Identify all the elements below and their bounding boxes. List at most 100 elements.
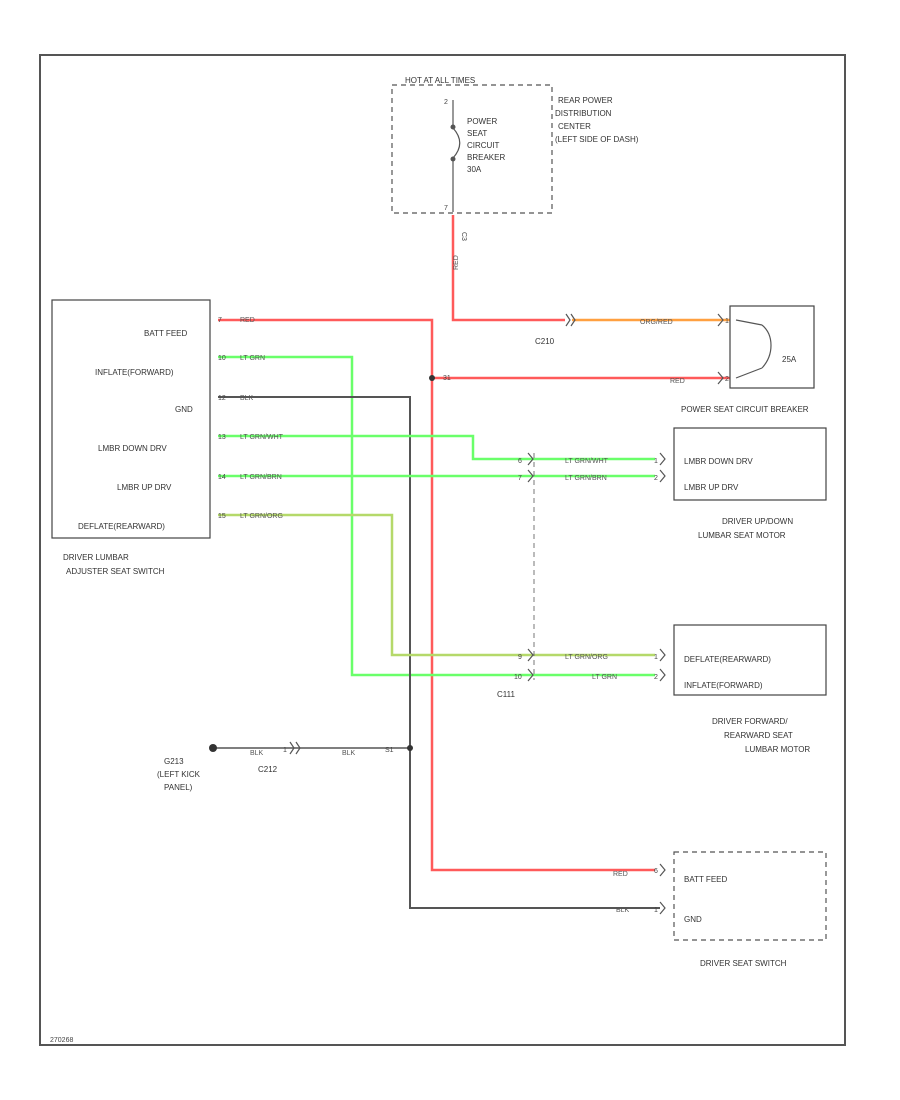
fr-motor-box [673,624,827,696]
c210-connector: C210 ORG/RED 31 RED [429,313,685,385]
breaker-title: POWER SEAT CIRCUIT BREAKER [681,405,809,414]
pdc-breaker-line-4: BREAKER [467,153,505,162]
ground-name-1: G213 [164,757,184,766]
seat-switch-pin-2: 1 [654,907,658,914]
pdc-location-line-4: (LEFT SIDE OF DASH) [555,135,639,144]
pdc-pin-out: 7 [444,205,448,212]
lumbar-pin-label-6: DEFLATE(REARWARD) [78,522,165,531]
c111-pin-updown-1: 6 [518,458,522,465]
lumbar-switch-box [51,299,211,539]
seat-switch-title: DRIVER SEAT SWITCH [700,959,787,968]
fr-wire-2: LT GRN [592,674,617,681]
lumbar-wire-5: LT GRN/BRN [240,474,282,481]
ground-name-3: PANEL) [164,783,193,792]
pdc-wire-color: RED [453,255,460,270]
updown-motor-pin-2: 2 [654,475,658,482]
updown-motor-title-2: LUMBAR SEAT MOTOR [698,531,786,540]
ground-wire-1: BLK [250,750,264,757]
updown-wire-2: LT GRN/BRN [565,475,607,482]
c111-connector: 6 7 9 10 C111 [497,452,534,699]
power-seat-circuit-breaker: 25A 1 2 POWER SEAT CIRCUIT BREAKER [681,305,815,414]
lumbar-pin-num-3: 12 [218,395,226,402]
ground-g213: G213 (LEFT KICK PANEL) BLK 1 C212 BLK S1 [157,741,413,792]
lumbar-pin-label-4: LMBR DOWN DRV [98,444,167,453]
lumbar-pin-label-2: INFLATE(FORWARD) [95,368,174,377]
c111-pin-fr-1: 9 [518,654,522,661]
pdc-location-line-2: DISTRIBUTION [555,109,612,118]
driver-updown-lumbar-motor: LMBR DOWN DRV LMBR UP DRV LT GRN/WHT LT … [565,427,827,540]
seat-switch-wire-2: BLK [616,907,630,914]
pdc-pin-connector: C3 [460,232,467,241]
lumbar-pin-num-5: 14 [218,474,226,481]
lumbar-pin-num-1: 7 [218,317,222,324]
lumbar-pin-label-3: GND [175,405,193,414]
ground-splice: S1 [385,747,394,754]
wire-deflate [218,513,655,657]
wire-pdc-to-c210 [451,215,565,322]
fr-pin-label-1: DEFLATE(REARWARD) [684,655,771,664]
c210-splice-pin: 31 [443,375,451,382]
fr-motor-pin-2: 2 [654,674,658,681]
breaker-box [729,305,815,389]
seat-switch-box [673,851,827,941]
c210-wire-out: ORG/RED [640,319,673,326]
diagram-frame [39,54,846,1046]
breaker-pin-a: 1 [725,318,729,325]
seat-switch-pin-label-2: GND [684,915,702,924]
lumbar-switch-title-2: ADJUSTER SEAT SWITCH [66,567,165,576]
seat-switch-pin-1: 6 [654,868,658,875]
pdc-pin-in: 2 [444,99,448,106]
lumbar-wire-2: LT GRN [240,355,265,362]
lumbar-pin-num-2: 10 [218,355,226,362]
lumbar-pin-label-1: BATT FEED [144,329,187,338]
driver-seat-switch: BATT FEED GND RED BLK 6 1 DRIVER SEAT SW… [613,851,827,968]
rear-power-distribution-center: HOT AT ALL TIMES POWER SEAT CIRCUIT BREA… [391,76,639,270]
lumbar-wire-3: BLK [240,395,254,402]
fr-pin-label-2: INFLATE(FORWARD) [684,681,763,690]
fr-motor-title-1: DRIVER FORWARD/ [712,717,788,726]
pdc-hot-label: HOT AT ALL TIMES [405,76,475,85]
pdc-location-line-1: REAR POWER [558,96,613,105]
ground-pin: 1 [283,747,287,754]
pdc-breaker-line-5: 30A [467,165,482,174]
updown-pin-label-1: LMBR DOWN DRV [684,457,753,466]
pdc-breaker-line-1: POWER [467,117,497,126]
lumbar-pin-num-4: 13 [218,434,226,441]
seat-switch-wire-1: RED [613,871,628,878]
driver-forward-rearward-lumbar-motor: DEFLATE(REARWARD) INFLATE(FORWARD) LT GR… [565,624,827,754]
lumbar-pin-label-5: LMBR UP DRV [117,483,172,492]
wire-ground [218,396,660,909]
updown-wire-1: LT GRN/WHT [565,458,609,465]
c210-name: C210 [535,337,555,346]
breaker-rating: 25A [782,355,797,364]
updown-motor-title-1: DRIVER UP/DOWN [722,517,793,526]
updown-pin-label-2: LMBR UP DRV [684,483,739,492]
driver-lumbar-adjuster-switch: BATT FEED INFLATE(FORWARD) GND LMBR DOWN… [51,299,284,576]
lumbar-wire-6: LT GRN/ORG [240,513,283,520]
lumbar-pin-num-6: 15 [218,513,226,520]
pdc-breaker-line-3: CIRCUIT [467,141,500,150]
updown-motor-box [673,427,827,501]
c210-wire-feed: RED [670,378,685,385]
pdc-breaker-line-2: SEAT [467,129,487,138]
ground-connector: C212 [258,765,278,774]
fr-motor-pin-1: 1 [654,654,658,661]
lumbar-wire-4: LT GRN/WHT [240,434,284,441]
updown-motor-pin-1: 1 [654,458,658,465]
lumbar-switch-title-1: DRIVER LUMBAR [63,553,129,562]
c111-name: C111 [497,690,515,699]
c111-pin-fr-2: 10 [514,674,522,681]
diagram-code: 270268 [50,1037,73,1044]
wire-lumbar-down [218,434,655,461]
fr-wire-1: LT GRN/ORG [565,654,608,661]
fr-motor-title-3: LUMBAR MOTOR [745,745,810,754]
ground-wire-2: BLK [342,750,356,757]
c111-pin-updown-2: 7 [518,475,522,482]
fr-motor-title-2: REARWARD SEAT [724,731,793,740]
wire-batt-feed [218,318,655,872]
breaker-pin-b: 2 [725,376,729,383]
lumbar-wire-1: RED [240,317,255,324]
ground-name-2: (LEFT KICK [157,770,201,779]
pdc-location-line-3: CENTER [558,122,591,131]
